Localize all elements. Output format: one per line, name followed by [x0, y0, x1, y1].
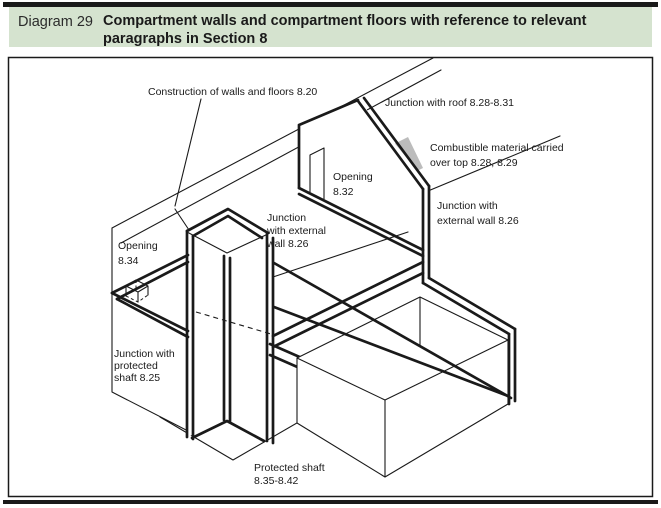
label-opening-834-line1: Opening	[118, 240, 158, 252]
label-protected-shaft-line2: 8.35-8.42	[254, 475, 299, 487]
label-combustible-line2: over top 8.28, 8.29	[430, 157, 518, 169]
hidden-edge-dashed	[195, 311, 272, 335]
label-construction: Construction of walls and floors 8.20	[148, 86, 317, 98]
label-junction-ext-right-line1: Junction with	[437, 200, 498, 212]
label-junction-ext-right-line2: external wall 8.26	[437, 215, 519, 227]
opening-834-marker	[125, 279, 149, 303]
bottom-rule	[3, 500, 658, 504]
compartment-floor-left	[110, 253, 190, 339]
lower-floor-edges	[272, 261, 517, 406]
roof-lines	[111, 57, 442, 244]
protected-shaft	[185, 207, 275, 445]
label-junction-ext-mid-line3: wall 8.26	[266, 238, 309, 250]
right-external-wall	[421, 184, 517, 336]
diagram-title-line2: paragraphs in Section 8	[103, 31, 268, 47]
lower-block	[296, 296, 509, 478]
diagram-title-line1: Compartment walls and compartment floors…	[103, 13, 587, 29]
compartment-wall	[297, 96, 431, 258]
label-junction-ext-mid-line2: with external	[266, 225, 326, 237]
label-opening-834-line2: 8.34	[118, 255, 139, 267]
label-opening-832-line2: 8.32	[333, 186, 354, 198]
diagram-frame	[7, 56, 654, 498]
label-combustible-line1: Combustible material carried	[430, 142, 564, 154]
label-junction-shaft-line1: Junction with	[114, 348, 175, 360]
left-external-wall	[111, 227, 191, 433]
opening-832-marker	[309, 147, 325, 200]
header-band	[9, 7, 652, 47]
label-protected-shaft-line1: Protected shaft	[254, 462, 325, 474]
diagram-number: Diagram 29	[18, 14, 93, 30]
label-opening-832-line1: Opening	[333, 171, 373, 183]
label-junction-roof: Junction with roof 8.28-8.31	[385, 97, 514, 109]
label-junction-shaft-line3: shaft 8.25	[114, 372, 160, 384]
label-junction-shaft-line2: protected	[114, 360, 158, 372]
top-rule	[3, 2, 658, 7]
label-junction-ext-mid-line1: Junction	[267, 212, 306, 224]
leader-lines	[174, 98, 202, 231]
